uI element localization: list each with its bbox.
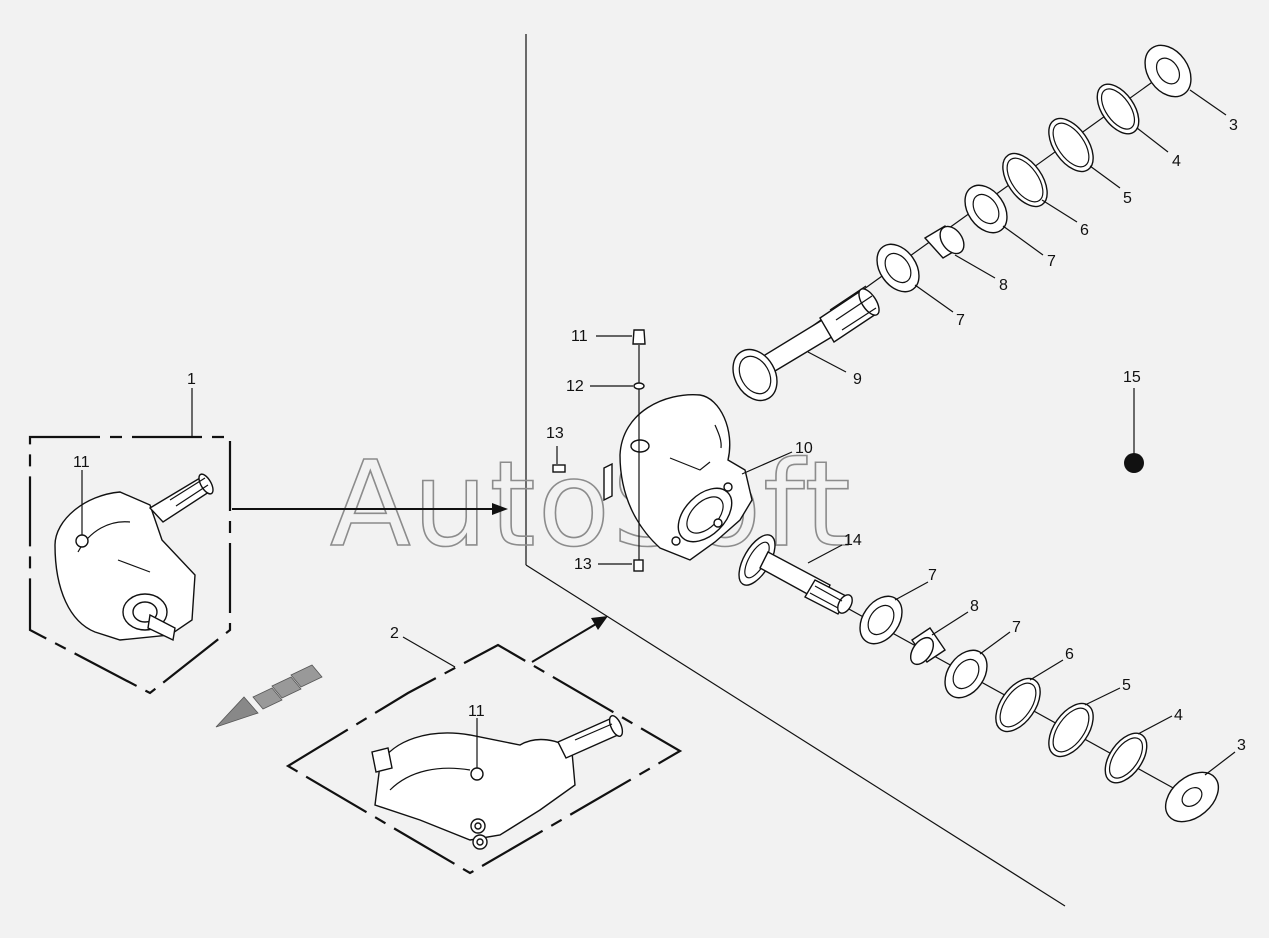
- part-9-input-shaft-gear: 9: [732, 285, 880, 402]
- gearbox-housing: [603, 394, 753, 561]
- part-8-spacer-upper: 8: [923, 225, 1008, 294]
- callout-5-upper: 5: [1123, 190, 1132, 207]
- callout-3-lower: 3: [1237, 737, 1246, 754]
- callout-11-exploded: 11: [571, 328, 588, 345]
- callout-9: 9: [853, 371, 862, 388]
- part-13-plug-bottom: 13: [574, 556, 644, 573]
- part-7-bearing-upper-1: 7: [876, 243, 965, 329]
- callout-6-upper: 6: [1080, 222, 1089, 239]
- part-13-plug-side: 13: [546, 425, 566, 473]
- arrow-assembly-1: [232, 503, 508, 515]
- exploded-view-frame: [525, 34, 1066, 907]
- part-5-shim-upper: 5: [1048, 117, 1132, 207]
- part-6-shim-upper: 6: [1002, 152, 1089, 239]
- part-14-output-pinion: 14: [738, 532, 862, 615]
- part-12-washer: 12: [566, 378, 645, 395]
- part-11-breather: 11: [571, 328, 646, 345]
- part-3-seal-lower: 3: [1164, 737, 1246, 823]
- callout-7-lower-2: 7: [1012, 619, 1021, 636]
- callout-5-lower: 5: [1122, 677, 1131, 694]
- part-8-spacer-lower: 8: [909, 598, 979, 666]
- callout-12: 12: [566, 378, 584, 395]
- callout-10-group: 10: [741, 440, 813, 475]
- part-4-circlip-upper: 4: [1096, 83, 1181, 170]
- callout-10: 10: [795, 440, 813, 457]
- callout-11-assembly-2: 11: [468, 703, 485, 720]
- callout-14: 14: [844, 532, 862, 549]
- callout-13-bottom: 13: [574, 556, 592, 573]
- callout-7-lower-1: 7: [928, 567, 937, 584]
- callout-4-upper: 4: [1172, 153, 1181, 170]
- callout-3-upper: 3: [1229, 117, 1238, 134]
- callout-15: 15: [1123, 369, 1141, 386]
- callout-8-upper: 8: [999, 277, 1008, 294]
- part-7-bearing-lower-1: 7: [859, 567, 937, 645]
- callout-11-assembly-1: 11: [73, 454, 90, 471]
- direction-arrow-icon: [215, 664, 323, 728]
- assembly-2-inset: 11 2: [285, 625, 683, 875]
- part-3-seal-upper: 3: [1144, 44, 1238, 134]
- callout-6-lower: 6: [1065, 646, 1074, 663]
- part-6-shim-lower: 6: [995, 646, 1074, 733]
- callout-4-lower: 4: [1174, 707, 1183, 724]
- callout-1: 1: [187, 371, 196, 388]
- part-4-circlip-lower: 4: [1104, 707, 1183, 784]
- part-5-shim-lower: 5: [1048, 677, 1131, 758]
- assembly-1-inset: 11 1: [28, 371, 232, 695]
- part-7-bearing-lower-2: 7: [944, 619, 1021, 699]
- callout-8-lower: 8: [970, 598, 979, 615]
- arrow-assembly-2: [531, 616, 608, 663]
- callout-2: 2: [390, 625, 399, 642]
- part-15-oil-marker: 15: [1123, 369, 1144, 473]
- callout-13-side: 13: [546, 425, 564, 442]
- callout-7-upper-2: 7: [1047, 253, 1056, 270]
- callout-7-upper-1: 7: [956, 312, 965, 329]
- oil-dot-icon: [1124, 453, 1144, 473]
- part-7-bearing-upper-2: 7: [964, 184, 1056, 270]
